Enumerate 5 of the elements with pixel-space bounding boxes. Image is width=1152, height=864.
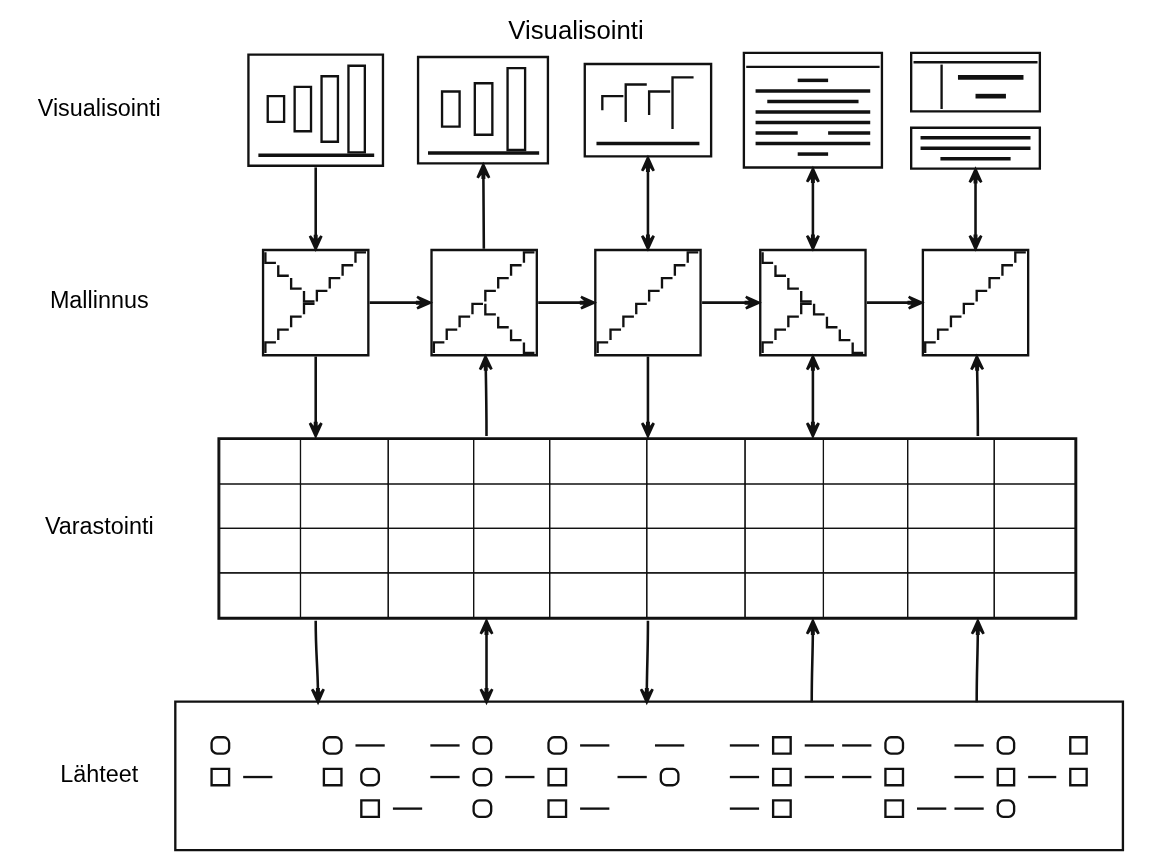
label: Lähteet xyxy=(60,760,139,787)
label: Varastointi xyxy=(44,512,154,539)
diagram-title: Visualisointi xyxy=(508,15,644,44)
label: Mallinnus xyxy=(49,286,149,313)
label: Visualisointi xyxy=(37,94,161,121)
